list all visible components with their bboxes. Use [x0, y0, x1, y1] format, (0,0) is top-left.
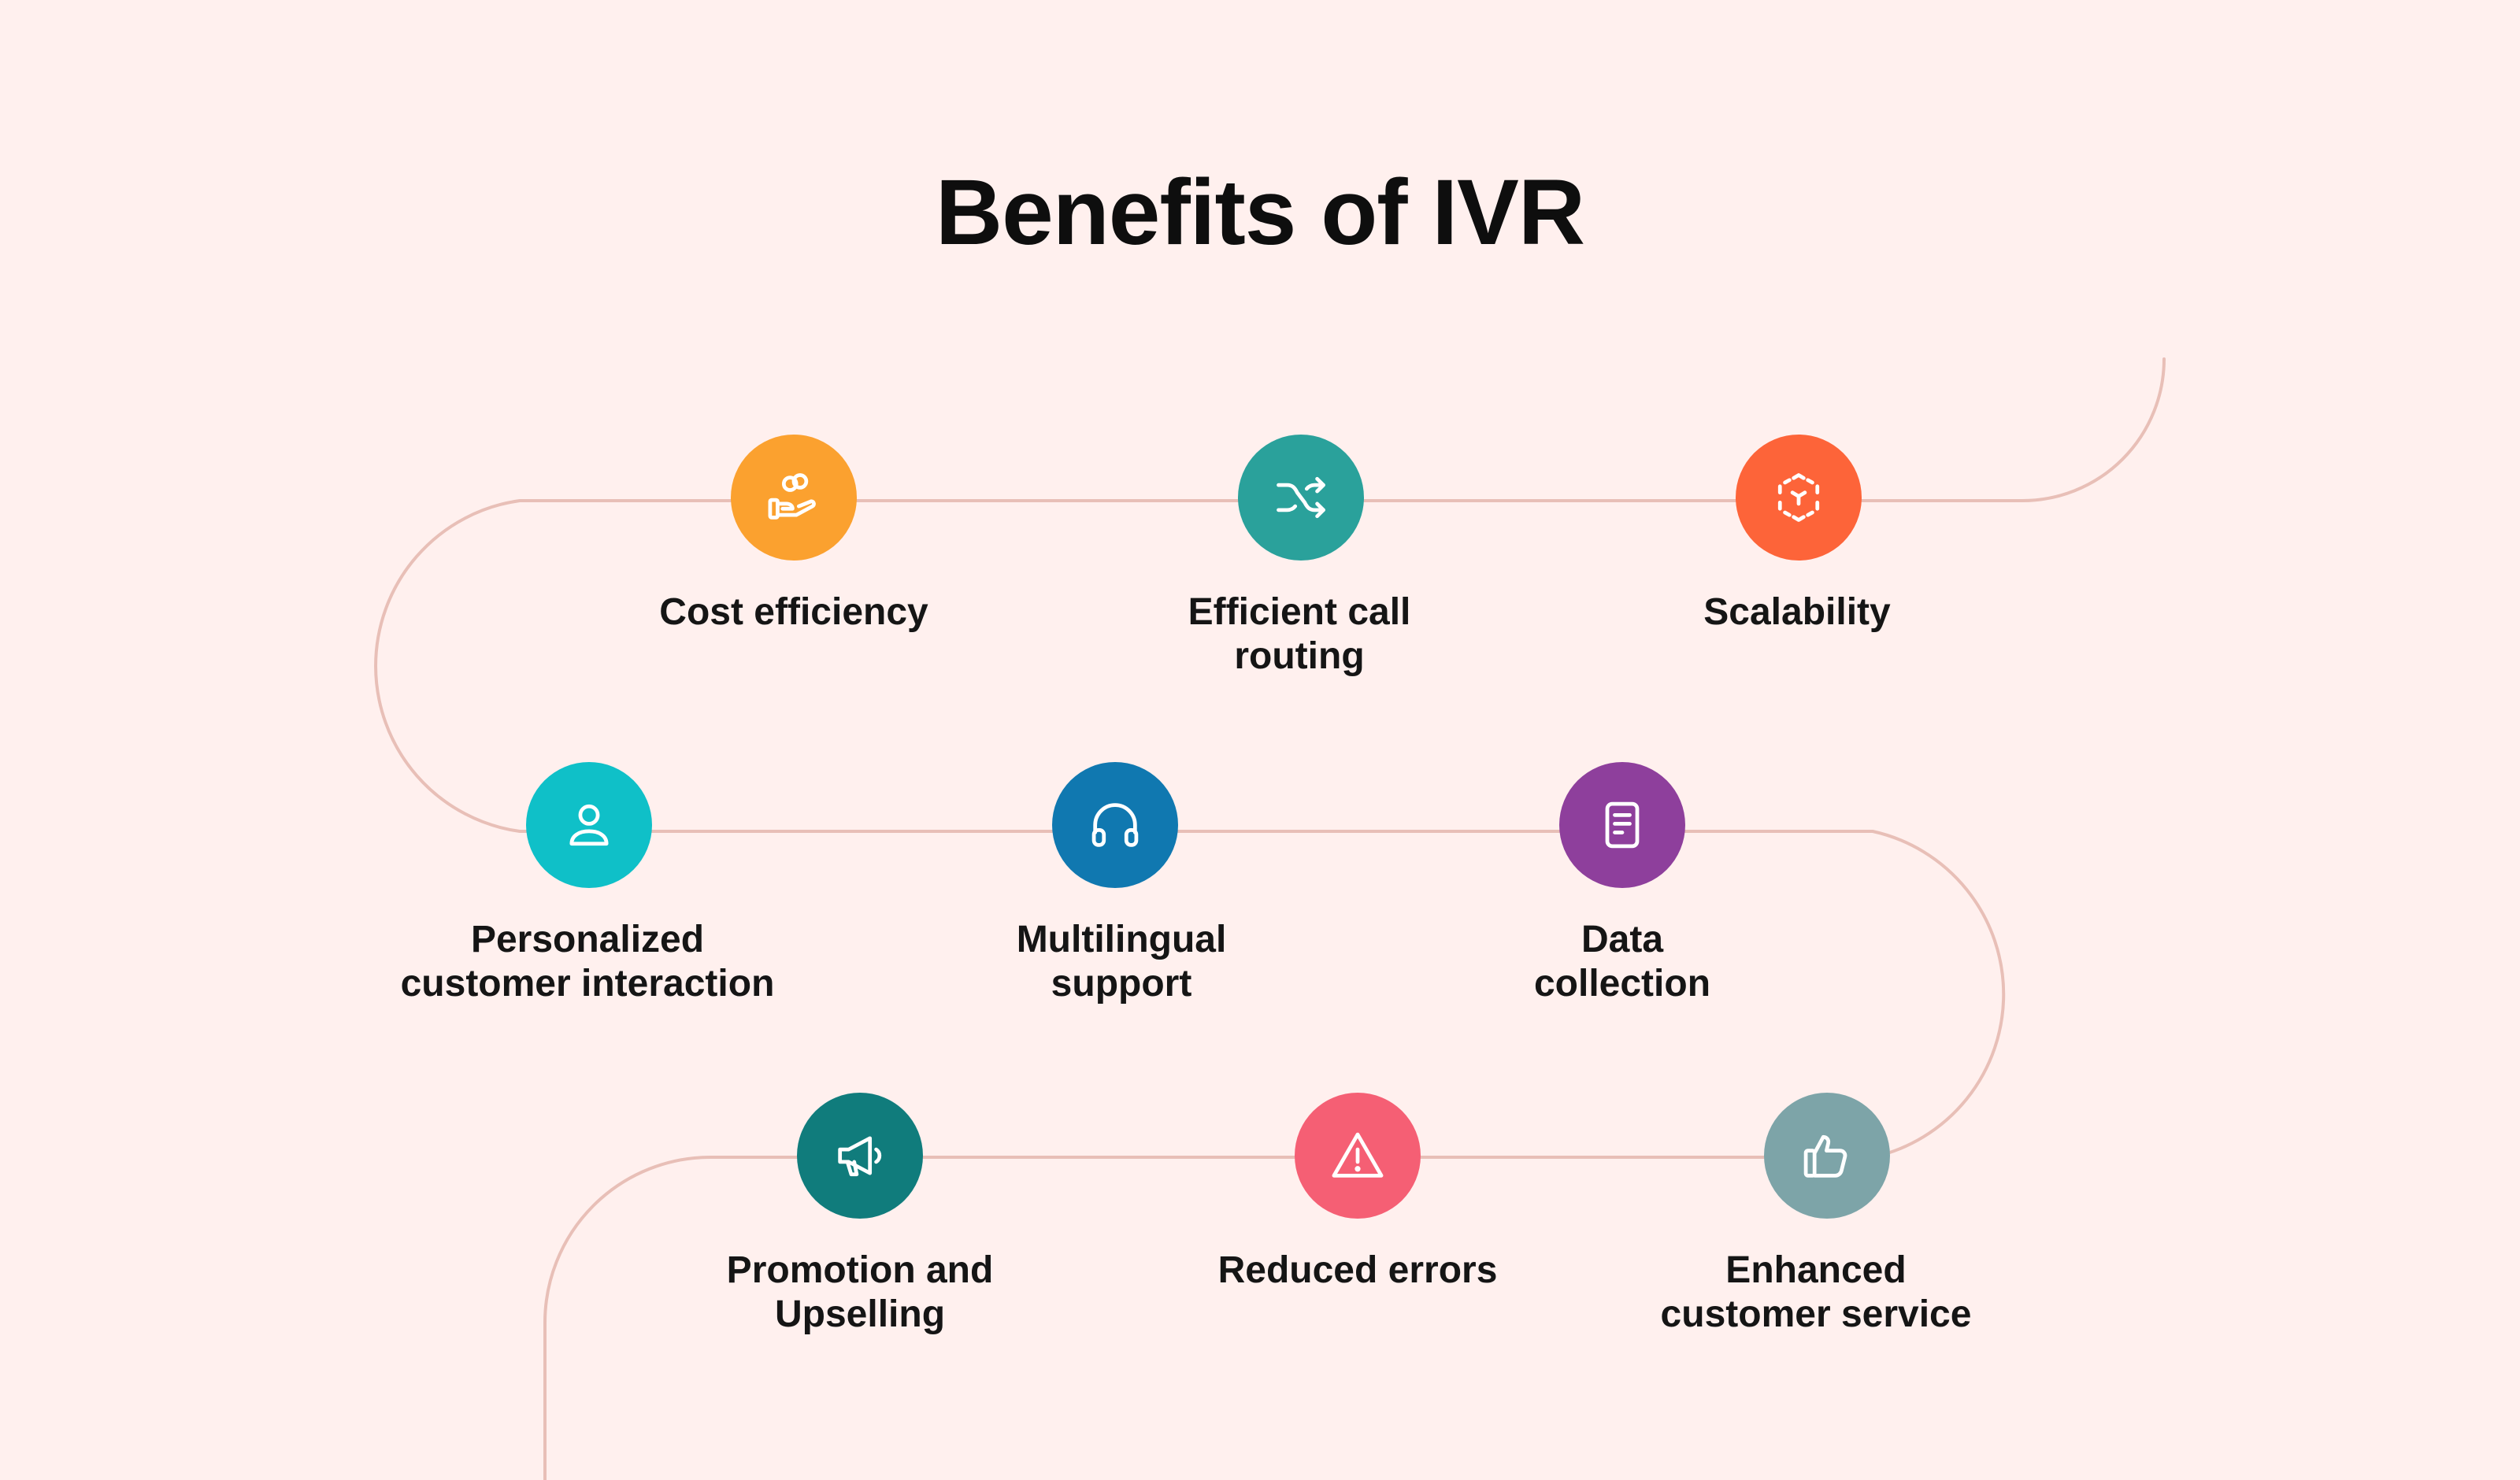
page-title: Benefits of IVR: [935, 161, 1585, 265]
node-cost-efficiency: [731, 435, 857, 561]
scale-frame-icon: [1777, 473, 1820, 522]
label-multilingual-support: Multilingual support: [1016, 919, 1227, 1005]
connector-line: [374, 357, 2166, 1480]
node-promotion-and-upselling: [797, 1093, 923, 1219]
node-data-collection: [1559, 762, 1685, 888]
node-reduced-errors: [1295, 1093, 1421, 1219]
node-efficient-call-routing: [1238, 435, 1364, 561]
headphones-icon: [1091, 803, 1139, 847]
megaphone-icon: [838, 1136, 882, 1177]
label-enhanced-customer-service: Enhanced customer service: [1660, 1249, 1972, 1335]
label-efficient-call-routing: Efficient call routing: [1188, 591, 1411, 677]
label-personalized-customer-interaction: Personalized customer interaction: [400, 919, 775, 1005]
document-icon: [1605, 801, 1640, 849]
user-icon: [569, 804, 609, 846]
node-enhanced-customer-service: [1764, 1093, 1890, 1219]
node-scalability: [1736, 435, 1862, 561]
label-scalability: Scalability: [1703, 591, 1891, 633]
warning-icon: [1332, 1132, 1384, 1178]
label-promotion-and-upselling: Promotion and Upselling: [726, 1249, 994, 1335]
node-personalized-customer-interaction: [526, 762, 652, 888]
thumbs-up-icon: [1803, 1134, 1847, 1178]
label-reduced-errors: Reduced errors: [1217, 1249, 1498, 1291]
node-multilingual-support: [1052, 762, 1178, 888]
label-data-collection: Data collection: [1533, 919, 1711, 1005]
shuffle-arrows-icon: [1277, 476, 1325, 519]
hand-coins-icon: [768, 473, 816, 520]
label-cost-efficiency: Cost efficiency: [659, 591, 928, 633]
